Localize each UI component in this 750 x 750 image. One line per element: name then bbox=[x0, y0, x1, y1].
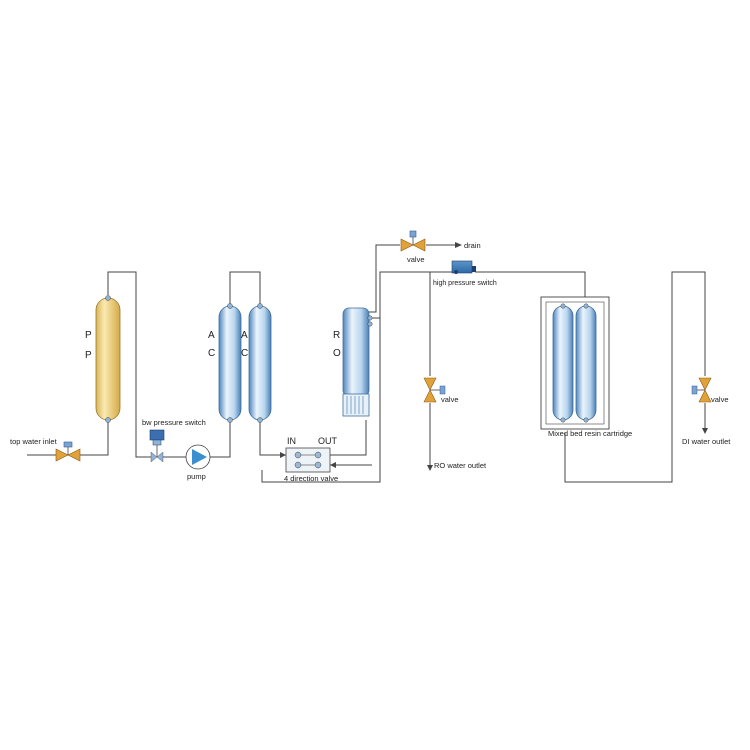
ro-label-1: R bbox=[333, 330, 340, 341]
pump-label: pump bbox=[187, 472, 206, 481]
di-water-outlet-label: DI water outlet bbox=[682, 437, 731, 446]
pipe-mixed-to-di bbox=[564, 271, 706, 483]
bw-pressure-switch[interactable] bbox=[149, 429, 165, 463]
ac1-label-2: C bbox=[208, 348, 215, 359]
pp-label-1: P bbox=[85, 330, 92, 341]
ac1-label-1: A bbox=[208, 330, 215, 341]
pipe-ro-permeate bbox=[379, 271, 452, 340]
drain-valve[interactable] bbox=[400, 230, 426, 252]
drain-arrow-icon bbox=[455, 242, 462, 248]
drain-valve-label: valve bbox=[407, 255, 425, 264]
pipe-inlet bbox=[27, 420, 109, 456]
four-direction-valve-label: 4 direction valve bbox=[284, 474, 338, 483]
pipe-ac2-to-valve bbox=[259, 420, 286, 456]
ro-outlet-arrow-icon bbox=[427, 465, 433, 471]
di-outlet-valve[interactable] bbox=[691, 377, 712, 403]
high-pressure-switch-label: high pressure switch bbox=[433, 280, 497, 287]
pp-filter-vessel bbox=[95, 295, 121, 423]
pipe-valve-to-ro bbox=[330, 420, 367, 456]
ac-vessel-1 bbox=[218, 303, 242, 423]
ac2-label-1: A bbox=[241, 330, 248, 341]
ro-membrane-vessel bbox=[342, 307, 373, 417]
pipe-ro-to-drain bbox=[369, 244, 400, 313]
valve-out-label: OUT bbox=[318, 436, 338, 446]
pp-label-2: P bbox=[85, 350, 92, 361]
drain-label: drain bbox=[464, 241, 481, 250]
mixed-bed-resin-cartridge bbox=[540, 296, 610, 430]
pump[interactable] bbox=[185, 444, 211, 470]
mixed-bed-label: Mixed bed resin cartridge bbox=[548, 429, 632, 438]
inlet-valve[interactable] bbox=[55, 441, 81, 462]
di-outlet-arrow-icon bbox=[702, 428, 708, 434]
di-valve-label: valve bbox=[711, 395, 729, 404]
tap-water-inlet-label: top water inlet bbox=[10, 437, 58, 446]
ac-vessel-2 bbox=[248, 303, 272, 423]
ro-outlet-valve[interactable] bbox=[423, 377, 446, 403]
ro-water-outlet-label: RO water outlet bbox=[434, 461, 487, 470]
valve-in-label: IN bbox=[287, 436, 296, 446]
four-direction-valve[interactable] bbox=[280, 447, 336, 473]
ro-label-2: O bbox=[333, 348, 341, 359]
pipe-pump-to-ac1 bbox=[210, 420, 231, 458]
pipe-ac1-to-ac2 bbox=[229, 271, 261, 305]
pipe-return-loop bbox=[261, 317, 381, 483]
ac2-label-2: C bbox=[241, 348, 248, 359]
pipework bbox=[27, 244, 706, 483]
ro-valve-label: valve bbox=[441, 395, 459, 404]
high-pressure-switch[interactable] bbox=[451, 260, 476, 274]
pipe-to-mixed-bed bbox=[475, 271, 586, 297]
bw-pressure-switch-label: bw pressure switch bbox=[142, 418, 206, 427]
